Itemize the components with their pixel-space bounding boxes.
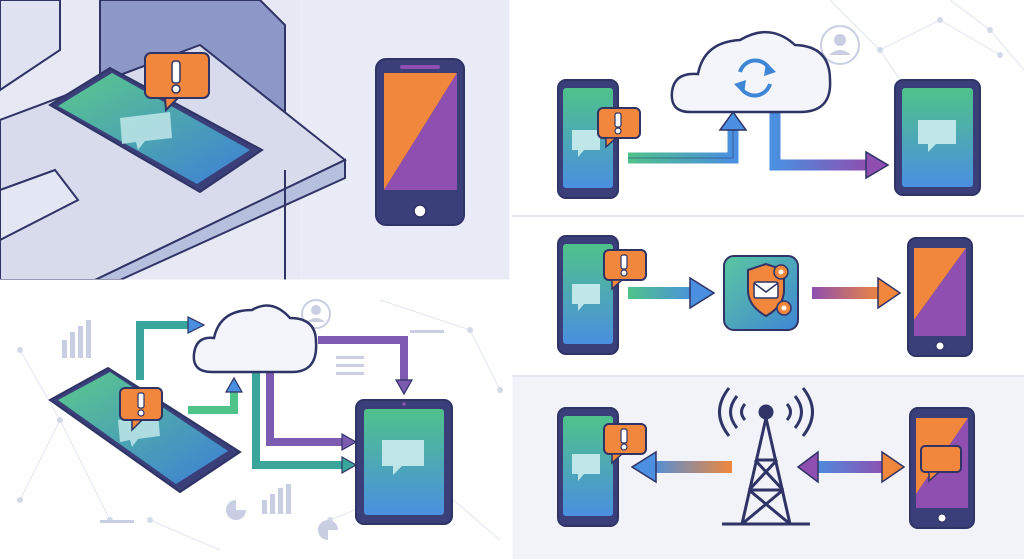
alert-bubble-icon — [603, 423, 647, 465]
panel-phone-on-desk — [0, 0, 510, 281]
alert-bubble-icon — [144, 52, 210, 113]
cell-tower-icon — [718, 387, 814, 526]
cloud-sync-icon — [670, 30, 832, 114]
pie-chart-icon — [226, 500, 246, 520]
tablet-icon — [894, 79, 981, 196]
cloud-icon — [192, 304, 318, 374]
panel-cloud-network — [0, 282, 510, 559]
bar-chart-icon — [62, 320, 91, 358]
bar-chart-icon — [262, 484, 291, 514]
chat-bubble-icon — [118, 414, 160, 447]
back-arrow — [630, 450, 732, 484]
pie-chart-icon — [318, 520, 338, 540]
flow-arrows — [136, 321, 408, 469]
forward-arrow — [812, 276, 902, 310]
user-avatar-icon — [820, 25, 860, 65]
alert-bubble-icon — [119, 387, 163, 432]
sync-download-arrow — [769, 110, 890, 180]
tablet-icon — [355, 399, 453, 525]
panel-cloud-sync — [512, 0, 1024, 215]
panel-cell-tower — [512, 375, 1024, 559]
smartphone-icon — [907, 237, 973, 357]
bidirectional-arrow — [796, 450, 906, 484]
user-avatar-icon — [301, 299, 331, 329]
forward-arrow — [628, 276, 716, 310]
chat-bubble-icon — [120, 112, 172, 150]
smartphone-icon — [375, 58, 465, 226]
alert-bubble-icon — [603, 249, 647, 291]
sync-upload-arrow — [628, 110, 748, 164]
text-lines-decoration — [100, 330, 444, 523]
shield-mail-icon — [723, 255, 799, 331]
alert-bubble-icon — [597, 107, 641, 149]
chat-bubble-icon — [920, 445, 962, 483]
panel-security — [512, 215, 1024, 374]
